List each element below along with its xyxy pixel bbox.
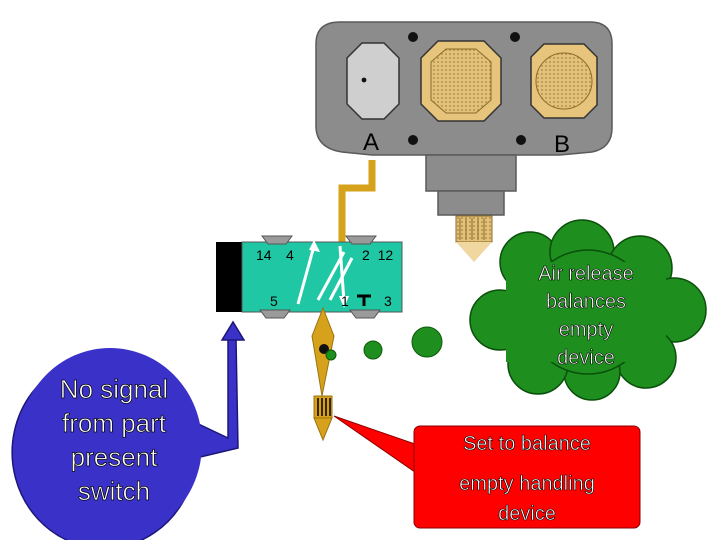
muffler (455, 215, 493, 243)
exhaust-port-left (346, 42, 400, 120)
port-b-label: B (554, 131, 570, 158)
valve-manifold (315, 21, 613, 262)
port-4-label: 4 (286, 247, 294, 263)
port-3-label: 3 (384, 293, 392, 309)
no-signal-line-4: switch (78, 476, 150, 506)
air-line-a (338, 160, 376, 245)
port-a-label: A (363, 129, 379, 156)
air-release-line-2: balances (546, 291, 626, 313)
air-release-line-3: empty (559, 319, 613, 341)
air-release-line-4: device (557, 347, 615, 369)
no-signal-callout (11, 320, 246, 540)
fitting-bolt (319, 344, 329, 354)
port-2-12-label: 2 12 (362, 247, 393, 263)
valve-solenoid (216, 242, 242, 312)
port-5-label: 5 (270, 293, 278, 309)
set-to-balance-callout (333, 415, 641, 529)
no-signal-line-1: No signal (60, 374, 168, 404)
set-to-balance-line-2: empty handling (459, 473, 595, 495)
no-signal-line-2: from part (62, 408, 167, 438)
port-14-label: 14 (256, 247, 272, 263)
no-signal-line-3: present (71, 442, 158, 472)
air-bubble-1 (325, 349, 337, 361)
air-release-line-1: Air release (538, 263, 634, 285)
set-to-balance-line-1: Set to balance (463, 433, 591, 455)
air-bubble-2 (363, 340, 383, 360)
air-release-cloud (469, 219, 707, 401)
air-bubble-3 (411, 326, 443, 358)
supply-fitting (311, 306, 335, 442)
port-1-label: 1 (341, 293, 349, 309)
directional-valve (216, 235, 403, 319)
set-to-balance-line-3: device (498, 503, 556, 525)
